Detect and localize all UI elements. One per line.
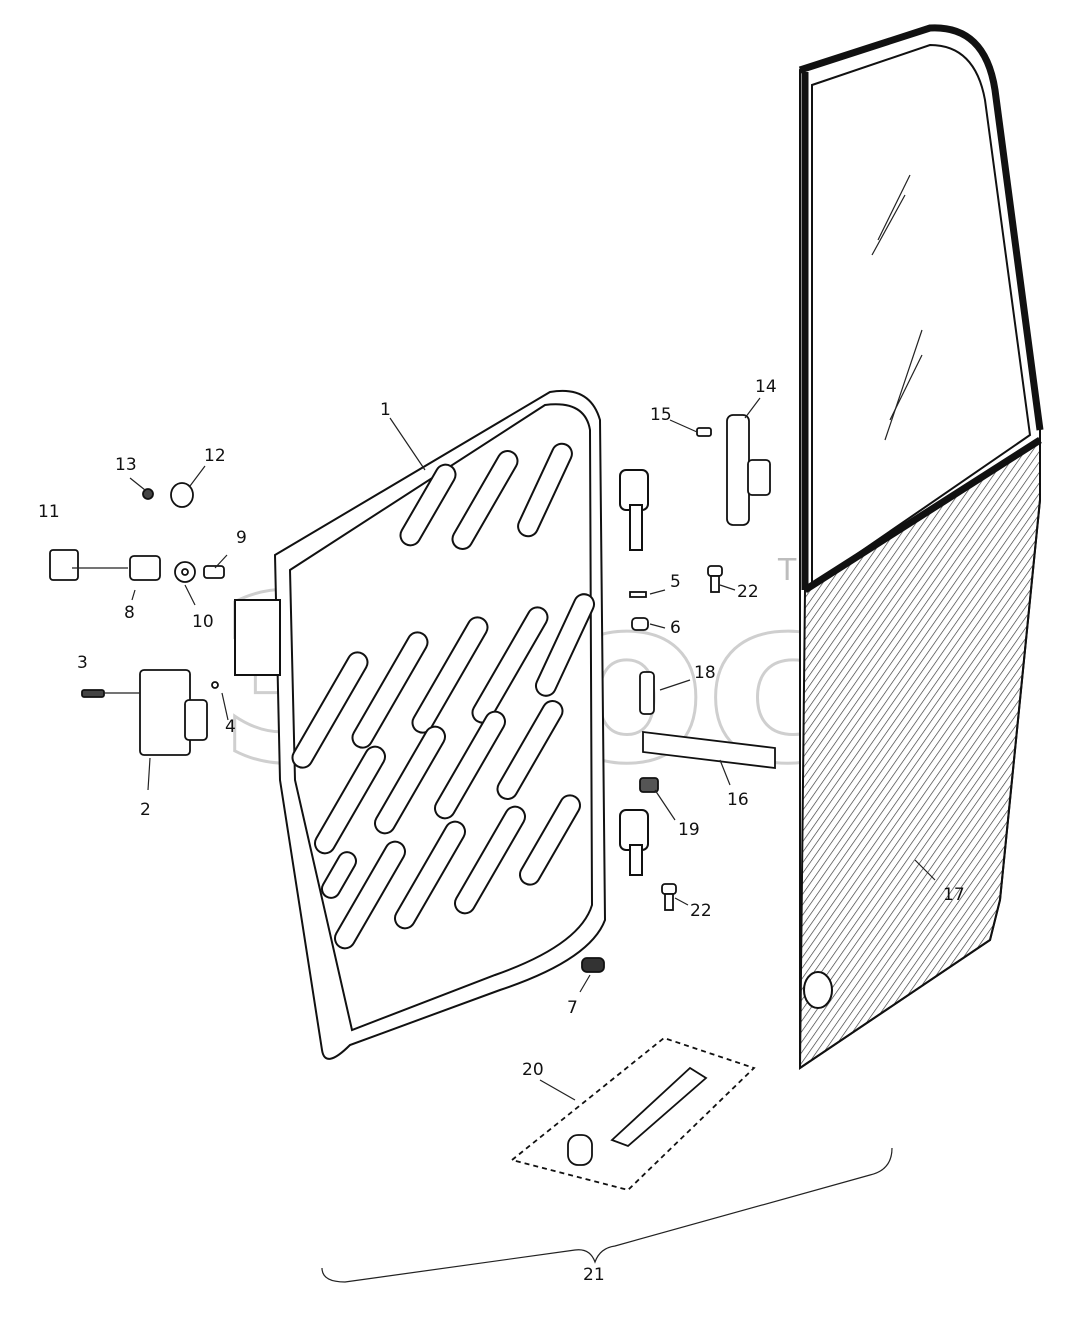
label-16: 16 [727,790,749,810]
hinge-part-14 [726,414,750,526]
label-6: 6 [670,618,681,638]
label-19: 19 [678,820,700,840]
label-15: 15 [650,405,672,425]
label-11: 11 [38,502,60,522]
leader-lines [72,397,936,1283]
label-17: 17 [943,885,965,905]
small-parts [49,414,776,1191]
label-4: 4 [225,717,236,737]
label-5: 5 [670,572,681,592]
label-3: 3 [77,653,88,673]
label-22-bottom: 22 [690,901,712,921]
label-14: 14 [755,377,777,397]
label-10: 10 [192,612,214,632]
label-8: 8 [124,603,135,623]
outer-door-panel [798,24,1044,1070]
label-13: 13 [115,455,137,475]
label-12: 12 [204,446,226,466]
label-2: 2 [140,800,151,820]
label-21: 21 [583,1265,605,1285]
label-1: 1 [380,400,391,420]
label-9: 9 [236,528,247,548]
part-labels: 1 2 3 4 5 6 7 8 9 10 11 12 13 14 15 16 1… [38,377,965,1285]
label-20: 20 [522,1060,544,1080]
label-18: 18 [694,663,716,683]
inner-door-frame [234,389,649,1060]
label-7: 7 [567,998,578,1018]
label-22-top: 22 [737,582,759,602]
